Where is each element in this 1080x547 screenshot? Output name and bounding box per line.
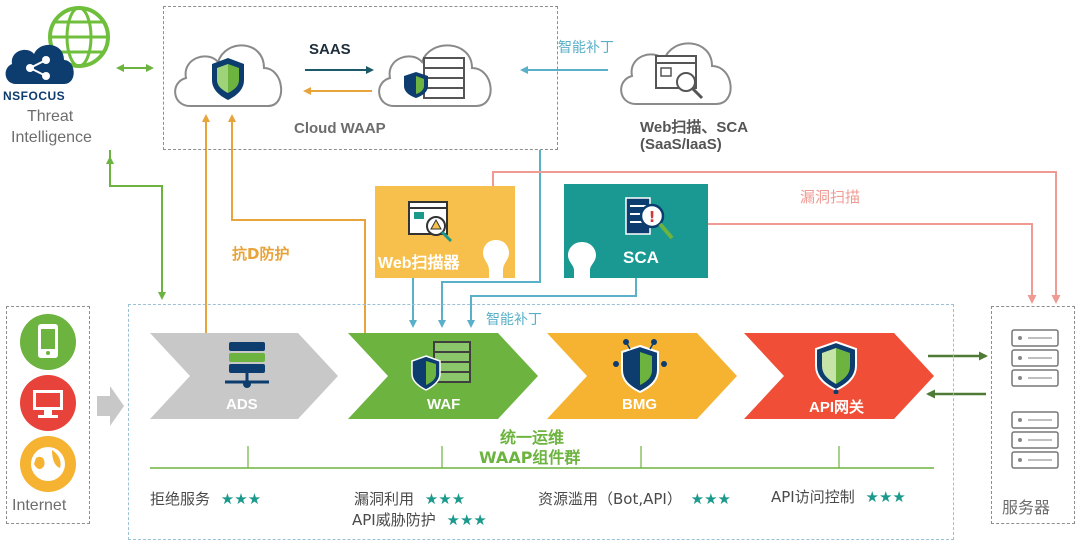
internet-arrow bbox=[97, 386, 124, 426]
web-scan-icon bbox=[408, 201, 453, 243]
cloud-scan-icon bbox=[620, 42, 732, 105]
cloud-shield-icon bbox=[174, 44, 283, 107]
globe-icon bbox=[48, 6, 110, 68]
capability-label: API访问控制 bbox=[771, 488, 855, 506]
bulb-icon bbox=[483, 240, 509, 278]
shield-server-icon bbox=[411, 341, 471, 391]
servers-box bbox=[991, 306, 1075, 524]
internet-label: Internet bbox=[12, 497, 67, 514]
servers-label: 服务器 bbox=[1002, 498, 1051, 517]
cloud-waap-box bbox=[163, 6, 558, 150]
anti-ddos-link-waf bbox=[228, 114, 366, 334]
capability-stars: ★★★ bbox=[865, 488, 906, 506]
monitor-icon bbox=[20, 375, 76, 431]
capability-label: 资源滥用（Bot,API） bbox=[538, 490, 682, 508]
scanner-label-line1: Web扫描、SCA bbox=[640, 119, 749, 136]
capability-item: API威胁防护 ★★★ bbox=[352, 509, 487, 530]
vuln-scan-link-sca bbox=[708, 223, 1037, 304]
server-rack-icon bbox=[1011, 411, 1059, 469]
threat-label-line1: Threat bbox=[27, 108, 74, 125]
capability-stars: ★★★ bbox=[446, 511, 487, 529]
sca-box: ! SCA bbox=[564, 184, 708, 278]
capability-label: 拒绝服务 bbox=[150, 490, 211, 508]
cloud-waap-label: Cloud WAAP bbox=[294, 120, 386, 137]
bmg-label: BMG bbox=[622, 396, 657, 413]
server-rack-icon bbox=[1011, 329, 1059, 387]
threat-intelligence: NSFOCUS Threat Intelligence bbox=[0, 4, 120, 154]
capability-stars: ★★★ bbox=[424, 490, 466, 508]
cloud-share-icon bbox=[5, 44, 74, 84]
network-server-icon bbox=[225, 342, 269, 388]
capability-item: 资源滥用（Bot,API） ★★★ bbox=[538, 488, 731, 509]
cloud-server-icon bbox=[378, 44, 492, 107]
vuln-scan-label: 漏洞扫描 bbox=[800, 188, 861, 206]
sca-label: SCA bbox=[623, 248, 659, 267]
unified-label-line2: WAAP组件群 bbox=[479, 448, 581, 467]
components-box bbox=[128, 304, 954, 540]
anti-ddos-label: 抗D防护 bbox=[232, 245, 290, 263]
brand-name: NSFOCUS bbox=[3, 89, 66, 103]
svg-text:!: ! bbox=[649, 208, 656, 226]
capability-item: API访问控制 ★★★ bbox=[771, 486, 906, 507]
capability-stars: ★★★ bbox=[220, 490, 262, 508]
patch-label-lower: 智能补丁 bbox=[486, 312, 542, 328]
capability-item: 拒绝服务 ★★★ bbox=[150, 488, 261, 509]
vuln-scan-link-web bbox=[492, 171, 1061, 304]
capability-baseline bbox=[150, 446, 934, 469]
capability-label: 漏洞利用 bbox=[354, 490, 415, 508]
unified-label-line1: 统一运维 bbox=[500, 428, 565, 447]
phone-icon bbox=[20, 314, 76, 370]
capability-stars: ★★★ bbox=[690, 490, 731, 508]
web-scanner-box: Web扫描器 bbox=[375, 186, 515, 278]
capability-label: API威胁防护 bbox=[352, 511, 436, 529]
internet-box bbox=[6, 306, 90, 524]
waf-label: WAF bbox=[427, 396, 461, 413]
threat-to-components-link bbox=[109, 150, 166, 300]
ads-label: ADS bbox=[226, 396, 258, 413]
bulb-icon-sca bbox=[568, 242, 596, 278]
capability-item: 漏洞利用 ★★★ bbox=[354, 488, 465, 509]
sca-to-waf bbox=[467, 278, 637, 328]
shield-icon bbox=[815, 340, 857, 394]
shield-circuit-icon bbox=[613, 339, 667, 394]
threat-label-line2: Intelligence bbox=[11, 129, 92, 146]
patch-label-top: 智能补丁 bbox=[558, 40, 614, 56]
component-ads bbox=[150, 333, 338, 419]
saas-label: SAAS bbox=[309, 41, 351, 58]
api-gateway-label: API网关 bbox=[809, 399, 865, 416]
sca-scan-icon: ! bbox=[625, 197, 674, 240]
globe-icon-internet bbox=[20, 436, 76, 492]
web-scanner-label: Web扫描器 bbox=[378, 255, 460, 272]
scanner-label-line2: (SaaS/IaaS) bbox=[640, 136, 722, 153]
